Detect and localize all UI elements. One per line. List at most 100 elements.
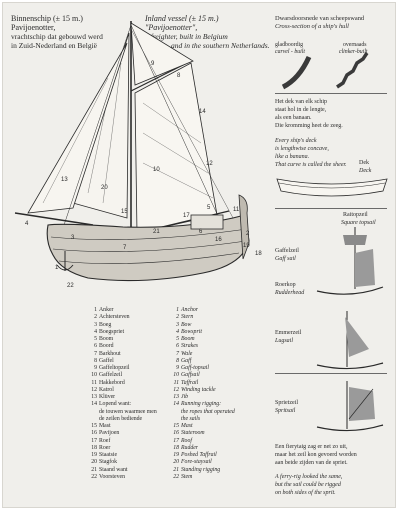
legend-text: Lopend want: xyxy=(99,401,132,408)
legend-number: 20 xyxy=(173,459,179,466)
deck-sheer-drawing xyxy=(276,178,388,197)
legend-text: Standing rigging xyxy=(181,466,221,473)
deck-text-nl-1: Het dek van elk schip xyxy=(275,99,327,105)
legend-number: 2 xyxy=(176,314,179,321)
legend-number: 17 xyxy=(173,437,179,444)
ship-number: 7 xyxy=(123,245,127,251)
rudderhead-label-nl: Roerkop xyxy=(275,282,296,288)
ship-number: 9 xyxy=(151,61,155,67)
deck-text-nl-3: als een banaan. xyxy=(275,115,312,121)
legend-text: Gaffsail xyxy=(181,372,200,379)
title-nl-2: Pavijoenotter, xyxy=(11,23,56,32)
cross-section-title-en: Cross-section of a ship's hull xyxy=(275,23,349,30)
gaff-rig-drawing xyxy=(316,227,384,295)
legend-number: 16 xyxy=(91,430,97,437)
legend-text: Boegspriet xyxy=(99,328,125,335)
legend-number: 21 xyxy=(173,466,179,473)
divider xyxy=(275,93,387,94)
ship-number: 18 xyxy=(255,251,262,257)
document-page: Binnenschip (± 15 m.) Pavijoenotter, vra… xyxy=(2,2,396,508)
legend-number: 14 xyxy=(173,401,179,408)
ship-illustration: 1 2 3 4 5 6 7 8 9 10 11 12 13 14 15 16 1… xyxy=(14,21,262,289)
legend-text: Staatsie xyxy=(99,452,118,458)
carvel-label-nl: gladboordig xyxy=(275,42,304,48)
legend-number: 4 xyxy=(176,328,179,335)
legend-text: Gaffel xyxy=(99,357,114,364)
legend-number: 9 xyxy=(94,365,97,371)
ship-number: 17 xyxy=(183,213,190,219)
legend-text: Gaffeltopzeil xyxy=(99,365,130,371)
legend-number: 13 xyxy=(91,394,97,400)
legend-text: Poshed Taffrail xyxy=(181,452,217,458)
ship-number: 8 xyxy=(177,73,181,79)
ship-number: 5 xyxy=(207,205,211,211)
legend-number: 10 xyxy=(173,372,179,379)
ship-number: 1 xyxy=(55,265,59,271)
divider xyxy=(275,208,387,209)
deck-text-en-4: That curve is called the sheer. xyxy=(275,162,347,168)
legend-text: Mast xyxy=(99,423,111,429)
legend-number: 11 xyxy=(91,379,97,386)
legend-number: 18 xyxy=(91,444,97,451)
legend-text: Boom xyxy=(181,336,195,342)
divider xyxy=(275,373,387,374)
ship-number: 21 xyxy=(153,229,160,235)
clinker-label-en: clinker-built xyxy=(339,49,368,55)
legend-text: Pavijoen xyxy=(99,430,120,437)
clinker-label-nl: overnaads xyxy=(343,42,367,48)
legend-number: 5 xyxy=(94,336,97,342)
legend-text: Hakkebord xyxy=(99,379,125,386)
deck-label-nl: Dek xyxy=(359,160,369,166)
rudderhead-label-en: Rudderhead xyxy=(275,290,305,296)
deck-text-nl-2: staat hol in de lengte, xyxy=(275,107,327,113)
topsail-label-nl: Raitopzeil xyxy=(343,212,368,218)
legend-text: Stern xyxy=(181,314,194,321)
spritsail-drawing xyxy=(316,381,384,432)
legend-text: Jib xyxy=(181,394,189,400)
ship-number: 10 xyxy=(153,167,160,173)
gaff-label-en: Gaff sail xyxy=(275,256,296,262)
legend-item: de zeilen bediende xyxy=(87,416,157,423)
deck-text-en-2: is lengthwise concave, xyxy=(275,146,329,152)
deck-label-en: Deck xyxy=(359,168,372,174)
ship-number: 19 xyxy=(243,243,250,249)
legend-number: 3 xyxy=(176,321,179,328)
ship-number: 13 xyxy=(61,177,68,183)
legend-text: de touwen waarmee men xyxy=(99,408,157,415)
legend-number: 8 xyxy=(94,357,97,364)
ship-number: 6 xyxy=(199,229,203,235)
legend-text: the ropes that operated xyxy=(181,408,235,415)
legend-text: Stateroom xyxy=(181,430,205,437)
legend-number: 4 xyxy=(94,328,97,335)
legend-text: Staand want xyxy=(99,466,128,473)
legend-number: 1 xyxy=(94,307,97,313)
ship-number: 3 xyxy=(71,235,75,241)
legend-text: Bow xyxy=(181,321,192,328)
lugsail-drawing xyxy=(316,311,384,370)
hull-cross-section-drawing xyxy=(281,52,369,90)
legend-text: de zeilen bediende xyxy=(99,415,143,422)
legend-text: Boom xyxy=(99,336,114,342)
legend-number: 18 xyxy=(173,444,179,451)
legend-number: 15 xyxy=(91,423,97,429)
